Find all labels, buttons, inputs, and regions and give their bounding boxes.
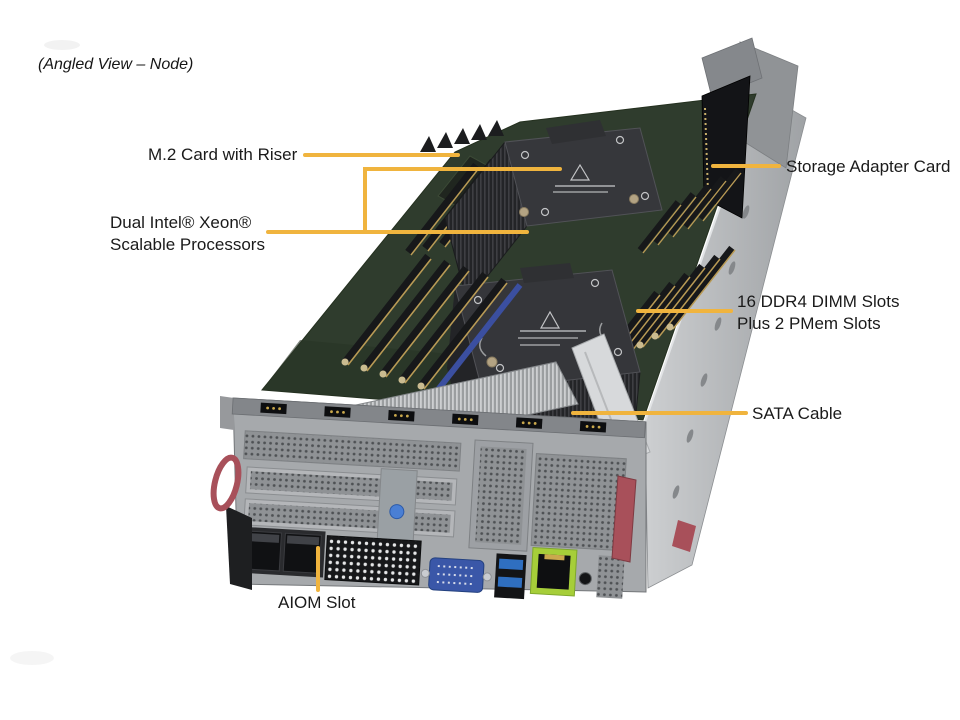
front-panel-details <box>231 397 646 600</box>
card-body <box>701 75 751 219</box>
plate-text-line <box>553 191 608 193</box>
label-m2-card: M.2 Card with Riser <box>148 145 298 164</box>
latch-right-tab <box>672 520 696 552</box>
wall-vent-slots <box>672 205 750 499</box>
honeycomb-vent <box>324 535 422 586</box>
vent-bottom-right <box>596 555 625 599</box>
retention-screw <box>486 356 498 368</box>
center-bracket-mesh <box>475 446 527 545</box>
callout-line-cpu <box>266 167 562 234</box>
label-cpu-line2: Scalable Processors <box>110 235 265 254</box>
plate-markings <box>473 278 623 373</box>
heatsink-tab <box>546 120 606 144</box>
storage-adapter-card <box>701 37 763 219</box>
plate-text-line <box>520 344 560 346</box>
label-dimm-slots: 16 DDR4 DIMM Slots Plus 2 PMem Slots <box>737 291 899 335</box>
latch-left-ring <box>210 454 242 512</box>
label-dimm-line2: Plus 2 PMem Slots <box>737 314 881 333</box>
dimm-slot-empty <box>434 283 523 393</box>
cpu-heatsink-rear <box>444 120 663 304</box>
ethernet-port <box>529 546 578 597</box>
rail-connectors <box>260 402 607 433</box>
retention-screw <box>629 194 639 204</box>
aiom-sfp-ports <box>239 526 326 578</box>
dimm-bank-front-left <box>341 253 523 395</box>
dimm-bank-rear-right <box>637 168 742 254</box>
dimm-latches <box>341 358 441 395</box>
label-dimm-line1: 16 DDR4 DIMM Slots <box>737 292 900 311</box>
usb-ports <box>494 553 527 600</box>
label-aiom-slot: AIOM Slot <box>278 593 356 612</box>
plate-markings <box>520 135 650 217</box>
plate-text-line <box>518 337 578 339</box>
label-cpu-line1: Dual Intel® Xeon® <box>110 213 252 232</box>
label-cpu: Dual Intel® Xeon® Scalable Processors <box>110 212 265 256</box>
callout-lines <box>266 153 781 592</box>
front-panel <box>220 396 647 600</box>
retention-screw <box>519 207 529 217</box>
dimm-top-silhouettes <box>420 120 504 152</box>
vga-port <box>420 557 492 593</box>
thumbscrew-upper <box>389 504 405 520</box>
latch-right-lever <box>611 475 637 563</box>
plate-text-line <box>555 185 615 187</box>
plate-text-line <box>520 330 586 332</box>
vent-strip <box>243 430 462 472</box>
label-storage-adapter: Storage Adapter Card <box>786 157 951 176</box>
vent-right <box>530 453 627 552</box>
scan-smudge <box>10 651 54 665</box>
panel-left-step <box>220 396 234 430</box>
panel-corner-wedge <box>226 506 252 590</box>
label-sata-cable: SATA Cable <box>752 404 843 423</box>
scan-smudge <box>44 40 80 50</box>
card-gold-contacts <box>704 107 709 193</box>
heatsink-tab <box>520 263 574 283</box>
figure-caption: (Angled View – Node) <box>38 56 194 73</box>
round-connector <box>578 572 592 586</box>
